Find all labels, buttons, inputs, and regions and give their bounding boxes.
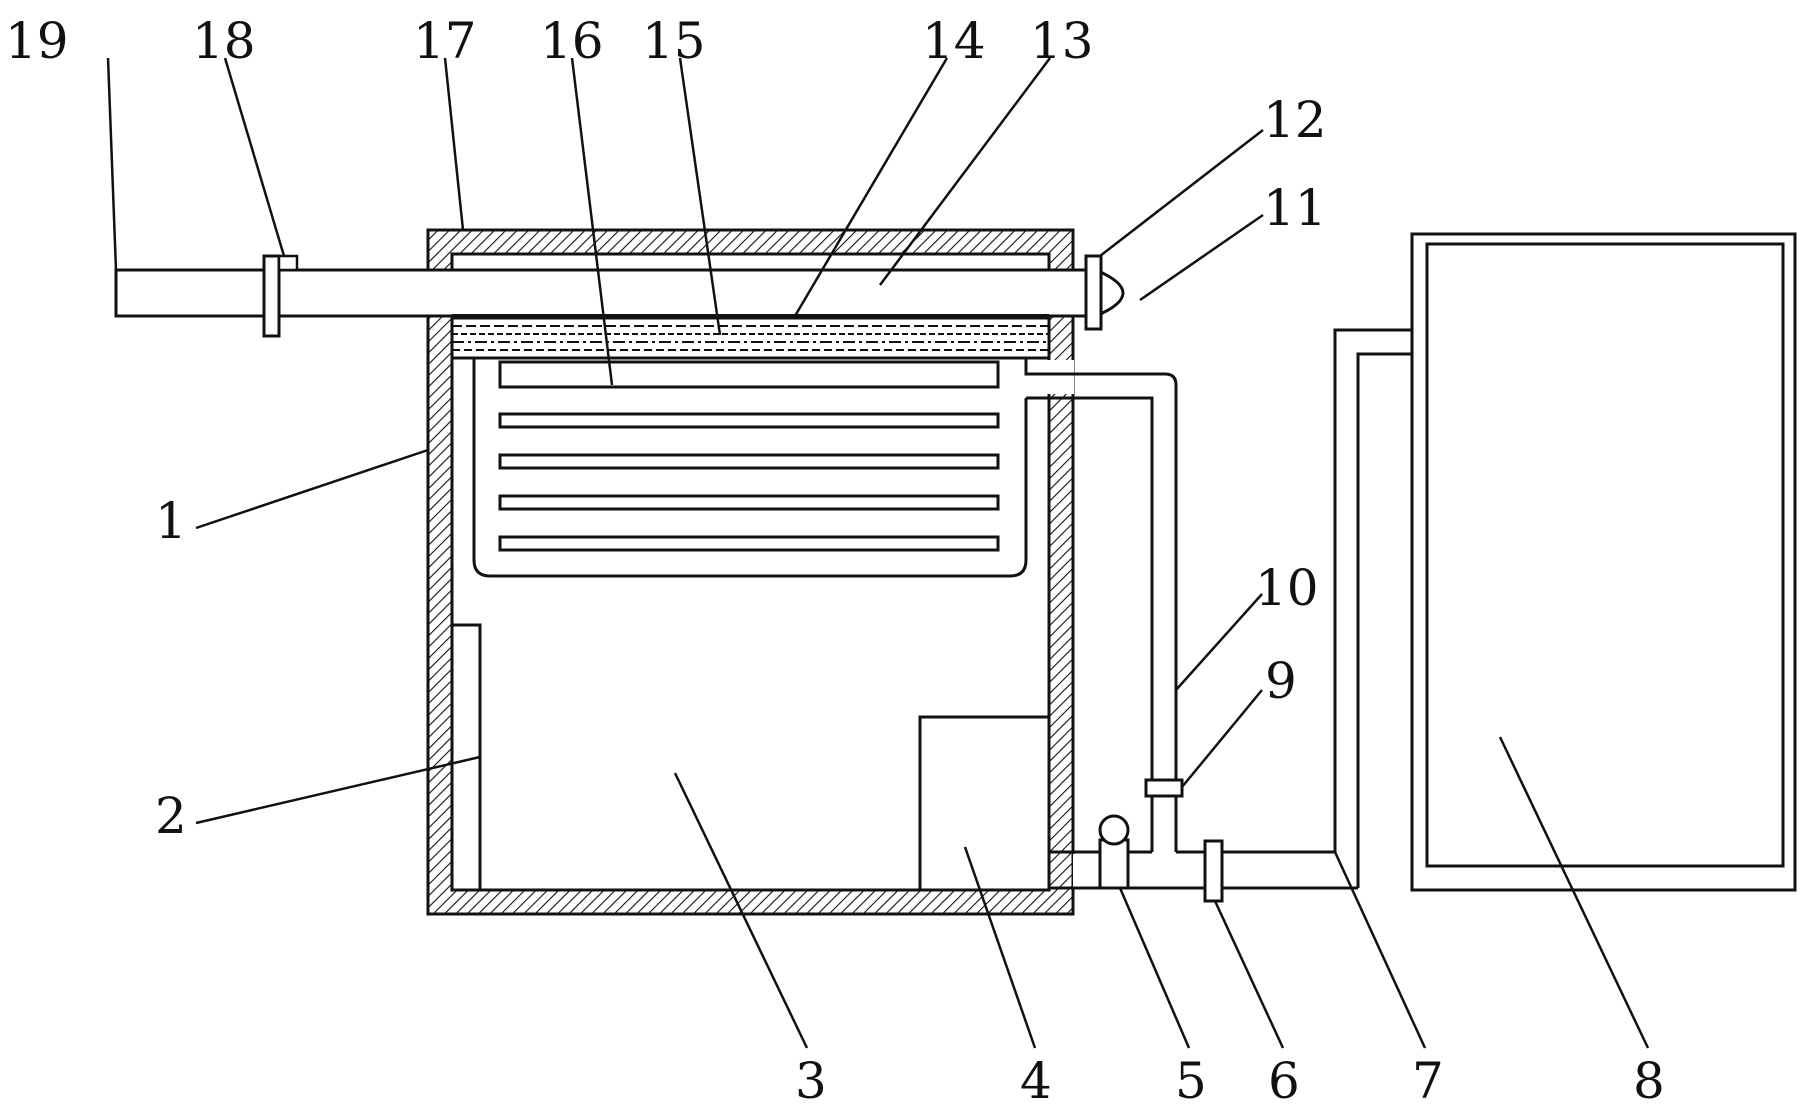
leader-10: [1175, 593, 1263, 691]
label-5: 5: [1175, 1052, 1207, 1108]
leader-11: [1139, 213, 1264, 302]
leader-7: [1333, 851, 1427, 1049]
leader-5: [1118, 887, 1191, 1049]
part-numbers: 19 18 17 16 15 14 13 12 11 10 9 1 2 3 4 …: [5, 12, 1665, 1108]
leader-4: [963, 846, 1037, 1049]
label-2: 2: [155, 787, 187, 845]
label-10: 10: [1255, 559, 1319, 617]
leader-3: [673, 772, 809, 1049]
floor-box: [918, 715, 1051, 892]
label-15: 15: [642, 12, 706, 70]
outlet-pipe: [1049, 328, 1412, 903]
label-11: 11: [1263, 179, 1327, 237]
leader-15: [678, 57, 722, 336]
leader-lines: [106, 57, 1650, 1049]
label-6: 6: [1268, 1052, 1300, 1108]
label-1: 1: [155, 492, 187, 550]
label-18: 18: [192, 12, 256, 70]
leader-9: [1181, 689, 1263, 788]
leader-2: [195, 755, 481, 825]
leader-19: [106, 57, 118, 271]
leader-18: [223, 57, 286, 257]
label-3: 3: [795, 1052, 827, 1108]
leader-16: [570, 57, 614, 386]
label-17: 17: [413, 12, 477, 70]
label-4: 4: [1020, 1052, 1052, 1108]
coil-assembly: [472, 358, 1028, 578]
label-19: 19: [5, 12, 69, 70]
leader-17: [443, 57, 465, 231]
filter-layer: [450, 316, 1051, 360]
return-pipe: [1024, 358, 1184, 852]
leader-1: [195, 448, 429, 530]
label-13: 13: [1030, 12, 1094, 70]
storage-tank: [1410, 232, 1797, 892]
leader-6: [1213, 900, 1285, 1049]
leader-13: [878, 57, 1052, 286]
leader-12: [1099, 129, 1264, 257]
label-12: 12: [1263, 91, 1327, 149]
label-16: 16: [540, 12, 604, 70]
leader-14: [793, 57, 949, 317]
label-8: 8: [1633, 1052, 1665, 1108]
label-7: 7: [1412, 1052, 1444, 1108]
right-wall-pipe-opening: [1040, 360, 1074, 394]
label-9: 9: [1265, 652, 1297, 710]
label-14: 14: [922, 12, 986, 70]
leader-8: [1498, 736, 1650, 1049]
